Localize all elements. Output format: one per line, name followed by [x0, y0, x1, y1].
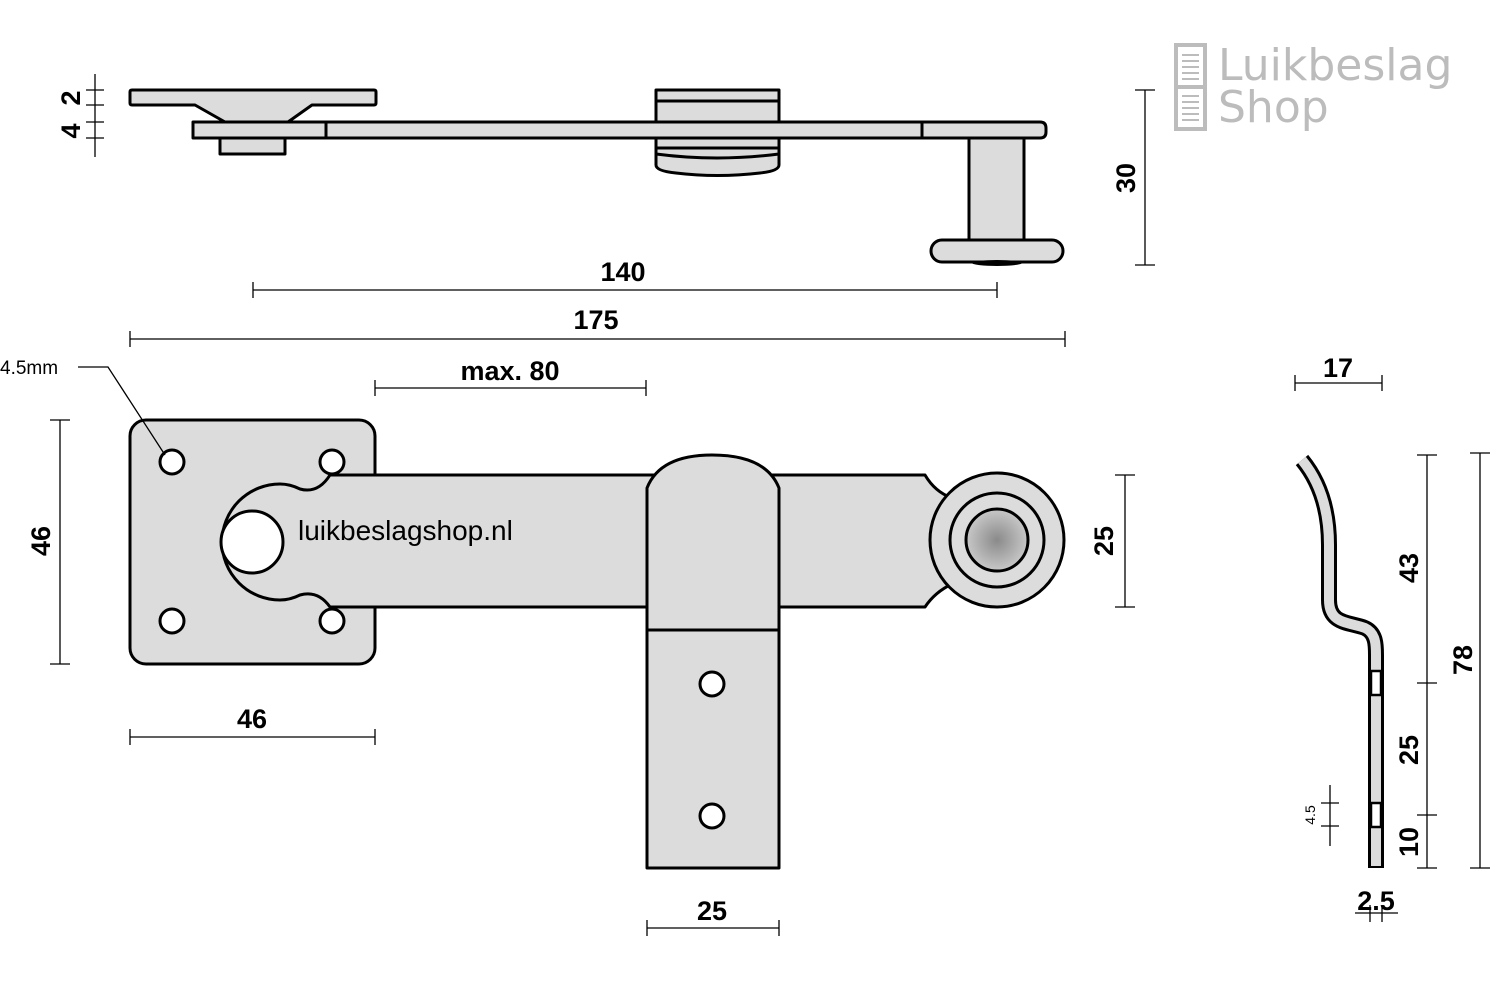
logo-line1: Luikbeslag: [1218, 40, 1452, 91]
dim-eye: 25: [1089, 474, 1135, 608]
dim-plate-height: 46: [26, 419, 70, 665]
dim-25-side-label: 25: [1394, 735, 1424, 765]
dim-plate-width: 46: [129, 704, 376, 745]
staple-profile: [1298, 456, 1381, 866]
dim-chain-right: 43 25 10: [1394, 454, 1437, 869]
logo-line2: Shop: [1218, 82, 1329, 133]
hinge-hole: [219, 509, 285, 575]
dim-2-label: 2: [56, 90, 86, 105]
dim-thickness-2-5: 2.5: [1355, 886, 1398, 922]
dim-max-80: max. 80: [374, 356, 647, 396]
base-plate-side: [128, 88, 378, 124]
screw-hole: [318, 448, 346, 476]
dim-max-80-label: max. 80: [460, 356, 559, 386]
dim-140-label: 140: [600, 257, 645, 287]
screw-hole: [318, 607, 346, 635]
dim-4-5-label: 4.5: [1302, 805, 1318, 825]
profile-hole: [1369, 801, 1383, 829]
dim-43-label: 43: [1394, 553, 1424, 583]
top-view: 2 4 30 140 175: [56, 74, 1155, 347]
dim-hole-4-5: 4.5: [1302, 785, 1339, 846]
dim-175: 175: [129, 305, 1066, 347]
dim-25-eye-label: 25: [1089, 526, 1119, 556]
dim-thickness-left: 2 4: [56, 74, 104, 157]
dim-25-staple-label: 25: [697, 896, 727, 926]
pin-post: [967, 136, 1026, 243]
eye-pin: [964, 507, 1030, 573]
hole-size-label: 4.5mm: [0, 358, 58, 379]
screw-hole: [698, 802, 726, 830]
product-url-text: luikbeslagshop.nl: [298, 515, 513, 546]
dim-46-horizontal-label: 46: [237, 704, 267, 734]
logo: Luikbeslag Shop: [1174, 40, 1452, 133]
screw-hole: [698, 670, 726, 698]
staple-loop: [645, 453, 781, 632]
dim-depth-17: 17: [1294, 353, 1383, 391]
hasp-bar-side: [191, 120, 1048, 140]
dim-17-label: 17: [1323, 353, 1353, 383]
side-view: 17 43 25 10 78 4.5 2.5: [1294, 353, 1490, 922]
front-view: luikbeslagshop.nl 4.5mm max. 80 46: [0, 356, 1135, 936]
hole-size-callout: 4.5mm: [0, 358, 166, 456]
profile-hole: [1369, 669, 1383, 697]
staple-top-side: [654, 88, 781, 125]
dim-10-label: 10: [1394, 827, 1424, 857]
pin-foot: [929, 238, 1065, 264]
dim-height-30: 30: [1111, 89, 1155, 266]
dim-4-label: 4: [56, 123, 86, 138]
staple-plate: [645, 628, 781, 870]
dim-175-label: 175: [573, 305, 618, 335]
dim-30-label: 30: [1111, 163, 1141, 193]
screw-hole: [158, 607, 186, 635]
dim-78-label: 78: [1448, 645, 1478, 675]
dim-total-78: 78: [1448, 452, 1490, 869]
dim-140: 140: [252, 257, 998, 298]
dim-2-5-label: 2.5: [1357, 886, 1395, 916]
dim-46-vertical-label: 46: [26, 526, 56, 556]
screw-hole: [158, 448, 186, 476]
shutter-icon: [1174, 43, 1207, 131]
dim-staple-width: 25: [646, 896, 780, 936]
